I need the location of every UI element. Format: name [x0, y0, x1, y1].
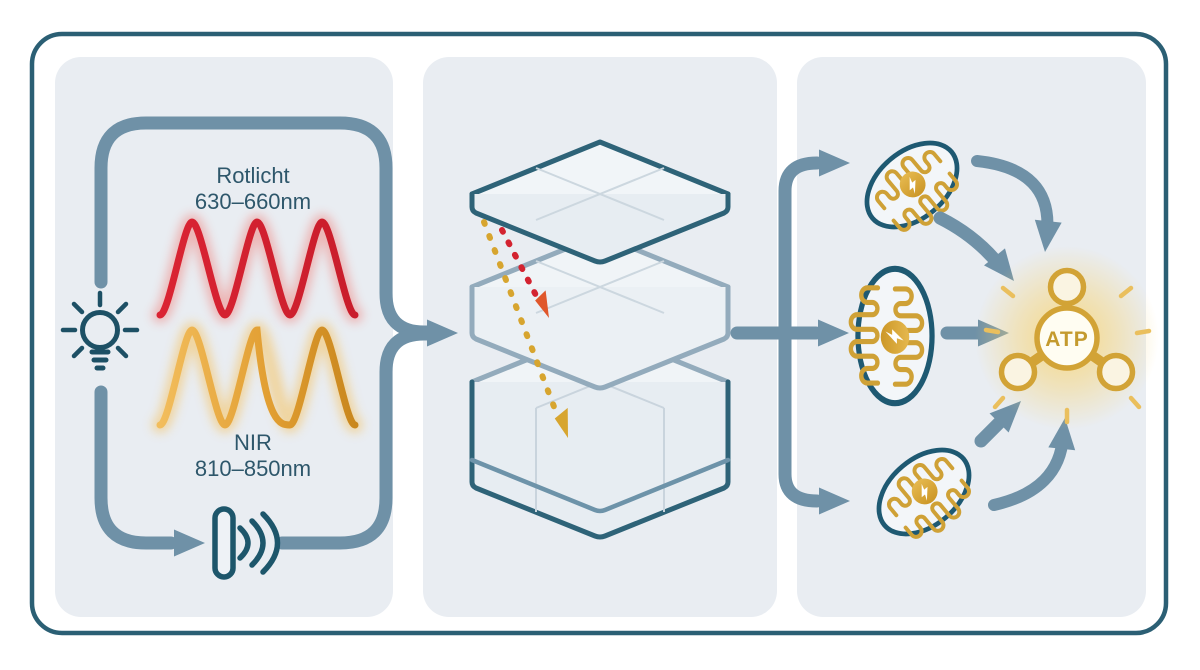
skin-layers-stack — [469, 139, 731, 540]
cell-fork-arrows — [730, 156, 824, 508]
atp-label: ATP — [1045, 328, 1088, 351]
nir-wave — [152, 321, 363, 434]
skin-layer-epidermis — [469, 139, 731, 265]
atp-molecule-icon: ATP — [975, 246, 1159, 430]
nir-label-line1: NIR — [234, 430, 272, 455]
source-flow-loop — [94, 116, 434, 550]
atp-glow-rays — [983, 285, 1152, 425]
panel-source — [55, 57, 393, 617]
mitochondrion-icon-middle — [851, 269, 932, 403]
red-wave — [152, 213, 363, 324]
nir-penetration-dashed-arrow — [481, 219, 568, 438]
emitter-soundwaves-icon — [212, 506, 281, 580]
red-penetration-dashed-arrow — [499, 227, 549, 318]
lightbulb-icon — [60, 290, 140, 371]
red-label-line1: Rotlicht — [216, 163, 289, 188]
nir-label-line2: 810–850nm — [195, 456, 311, 481]
red-label-line2: 630–660nm — [195, 189, 311, 214]
